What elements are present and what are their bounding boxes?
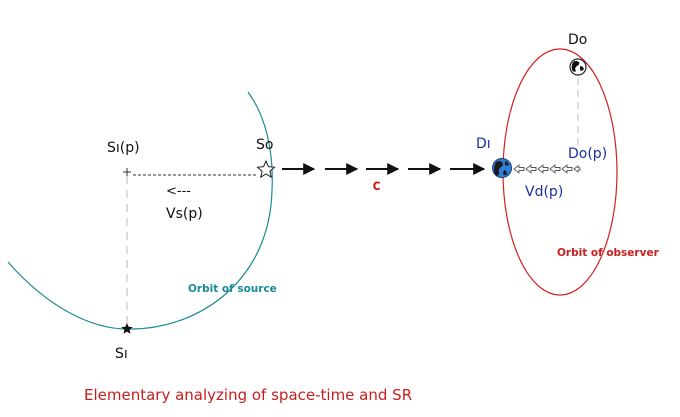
observer-now-label: Dı — [476, 136, 491, 152]
hollow-arrow-left-icon — [537, 164, 549, 174]
source-past-star-label: Sı — [115, 346, 128, 362]
source-past-marker — [123, 168, 131, 176]
diagram-caption: Elementary analyzing of space-time and S… — [84, 386, 413, 404]
hollow-arrow-left-icon — [561, 164, 573, 174]
source-orbit-point-label: So — [256, 137, 273, 153]
earth-globe-icon — [569, 58, 587, 76]
observer-past-label: Do(p) — [568, 146, 607, 162]
hollow-arrow-left-icon — [513, 164, 525, 174]
observer-velocity-label: Vd(p) — [525, 184, 563, 200]
source-orbit-label: Orbit of source — [188, 283, 277, 295]
hollow-arrow-left-icon — [525, 164, 537, 174]
hollow-arrow-left-icon — [549, 164, 561, 174]
light-speed-label: c — [372, 176, 381, 194]
source-past-label: Sı(p) — [107, 140, 140, 156]
source-velocity-label: Vs(p) — [166, 206, 203, 222]
star-filled-icon — [121, 323, 133, 334]
source-orbit-arc — [7, 91, 273, 330]
earth-globe-icon — [492, 158, 512, 178]
observer-orbit-label: Orbit of observer — [557, 247, 660, 259]
observer-velocity-arrows — [513, 164, 581, 174]
observer-orbit-top-label: Do — [568, 32, 587, 48]
hollow-arrow-left-icon — [573, 165, 581, 173]
star-outline-icon — [256, 159, 276, 179]
source-velocity-arrow-text: <--- — [166, 184, 191, 199]
